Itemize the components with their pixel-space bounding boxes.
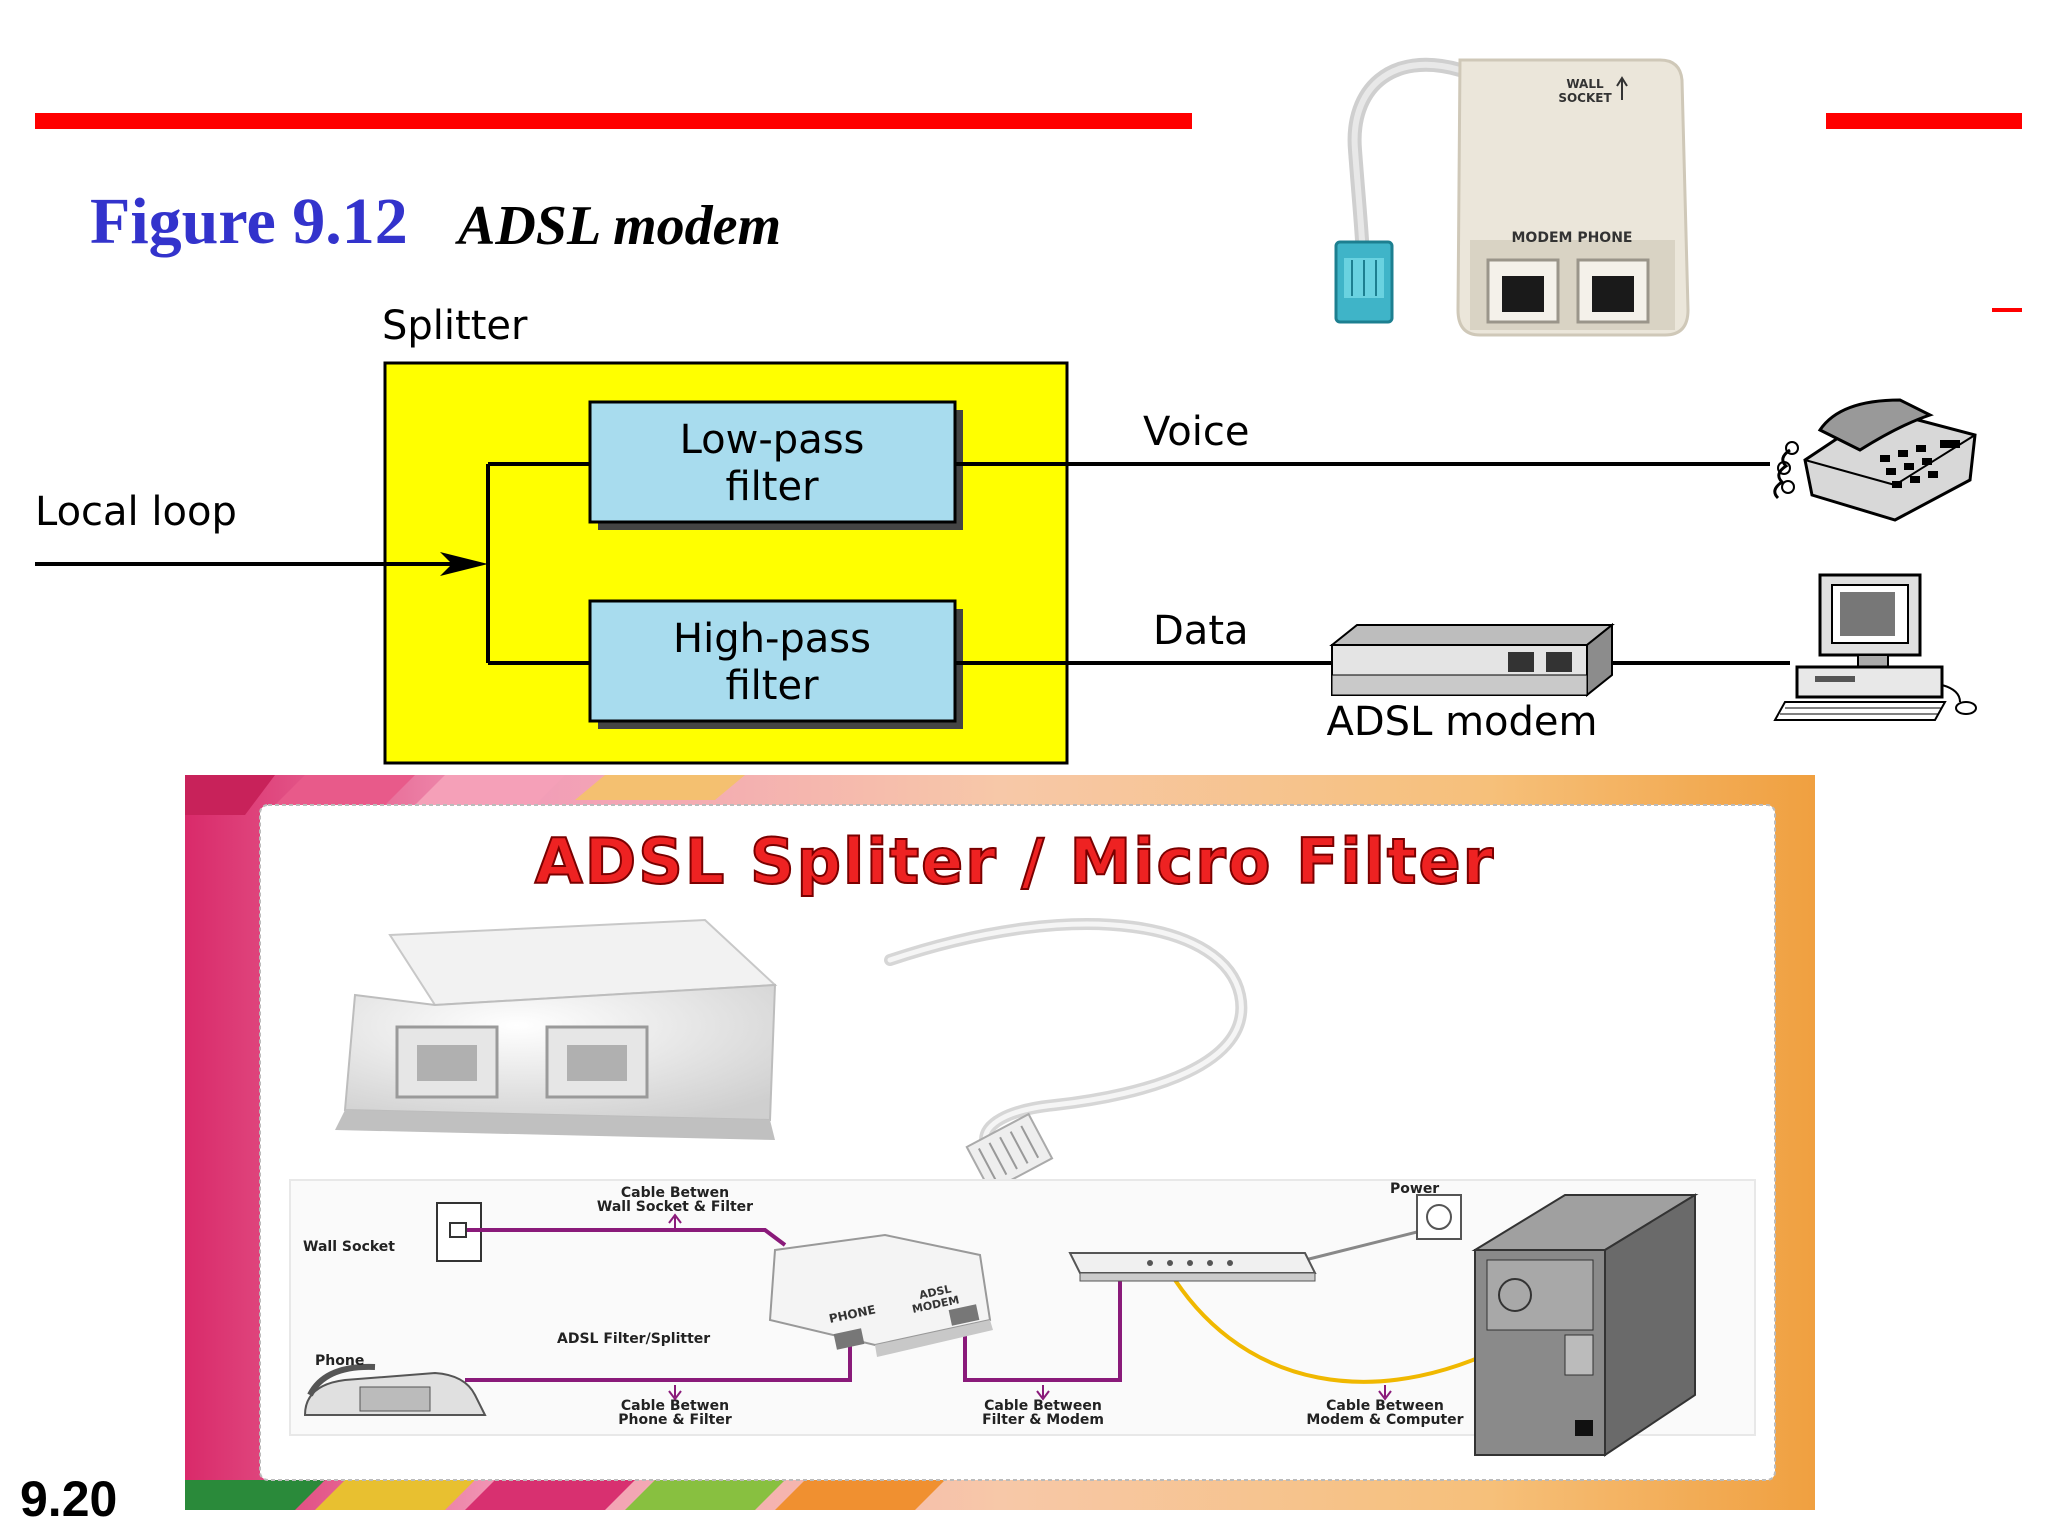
local-loop-label: Local loop <box>35 489 237 535</box>
high-pass-label-1: High-pass <box>673 616 871 662</box>
arrow-down-comp-icon <box>1378 1385 1392 1401</box>
low-pass-label-2: filter <box>725 464 819 510</box>
low-pass-filter-box <box>588 400 957 524</box>
cable-wall-label-1: Cable Betwen <box>621 1185 729 1201</box>
high-pass-filter-box <box>588 599 957 723</box>
product-rj11-plug-icon <box>965 1112 1054 1193</box>
cable-phone-label-1: Cable Betwen <box>621 1398 729 1414</box>
filter-splitter-device-icon: PHONE ADSL MODEM <box>768 1233 993 1357</box>
desktop-tower-icon <box>1471 1193 1699 1457</box>
adsl-modem-icon <box>1329 622 1615 698</box>
cable-comp-label-2: Modem & Computer <box>1306 1412 1463 1428</box>
wire-phone-to-filter <box>465 1335 852 1382</box>
router-device-icon <box>1068 1252 1317 1282</box>
panel-heading: ADSL Spliter / Micro Filter <box>535 825 1495 898</box>
stripe-decoration <box>185 775 945 1510</box>
cable-modem-label-1: Cable Between <box>984 1398 1102 1414</box>
cable-modem-label-2: Filter & Modem <box>982 1412 1104 1428</box>
power-label: Power <box>1390 1181 1439 1197</box>
splitter-diagram: Splitter Local loop Low-pass filter High… <box>35 303 1977 765</box>
figure-caption: ADSL modem <box>458 195 782 257</box>
port-labels: MODEM PHONE <box>1512 230 1633 246</box>
computer-icon <box>1773 573 1977 721</box>
power-outlet-icon <box>1416 1194 1462 1240</box>
data-label: Data <box>1153 608 1249 654</box>
low-pass-label-1: Low-pass <box>680 417 865 463</box>
arrow-down-modem-icon <box>1036 1385 1050 1401</box>
micro-filter-panel: ADSL Spliter / Micro Filter Wall Socket … <box>185 775 1815 1510</box>
cable-wall-label-2: Wall Socket & Filter <box>597 1199 753 1215</box>
phone-handset-icon <box>303 1363 487 1416</box>
splitter-product-image <box>335 918 1248 1193</box>
wall-socket-label-1: WALL <box>1566 77 1604 91</box>
splitter-branch <box>486 462 590 665</box>
voice-label: Voice <box>1143 409 1249 455</box>
cable-phone-label-2: Phone & Filter <box>618 1412 732 1428</box>
splitter-label: Splitter <box>382 303 528 349</box>
slide-number: 9.20 <box>20 1471 118 1527</box>
wire-filter-to-modem <box>963 1265 1122 1382</box>
cable-comp-label-1: Cable Between <box>1326 1398 1444 1414</box>
up-arrow-icon <box>1616 76 1628 100</box>
top-rule-right <box>1826 113 2022 129</box>
rj11-plug-icon <box>1334 240 1394 324</box>
small-red-mark <box>1992 308 2022 312</box>
top-rule-left <box>35 113 1192 129</box>
wire-modem-to-pc <box>1158 1254 1526 1384</box>
wall-socket-label-2: SOCKET <box>1558 91 1612 105</box>
microfilter-photo: WALL SOCKET MODEM PHONE <box>1334 57 1690 337</box>
high-pass-label-2: filter <box>725 663 819 709</box>
filter-splitter-label: ADSL Filter/Splitter <box>557 1331 710 1347</box>
arrow-up-wall-icon <box>668 1213 682 1230</box>
phone-label: Phone <box>315 1353 364 1369</box>
wire-wall-to-filter <box>467 1228 787 1247</box>
adsl-modem-label: ADSL modem <box>1327 699 1598 745</box>
telephone-icon <box>1773 398 1977 522</box>
wall-socket-label: Wall Socket <box>303 1239 395 1255</box>
figure-label: Figure 9.12 <box>90 185 408 258</box>
arrow-down-phone-icon <box>668 1385 682 1401</box>
product-port-left <box>395 1025 499 1099</box>
local-loop-arrowhead <box>440 552 488 576</box>
